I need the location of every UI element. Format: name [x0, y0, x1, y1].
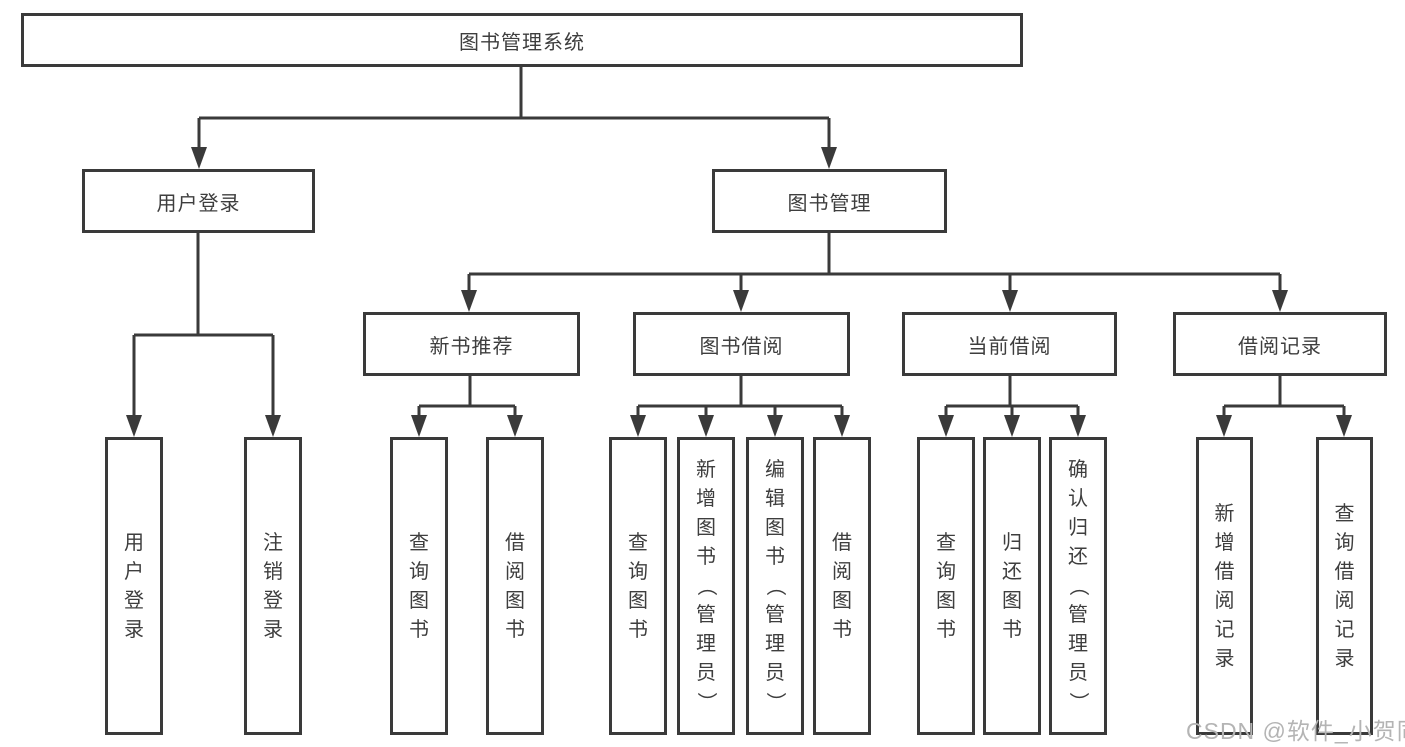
leaf-query-books-1: 查询图书 — [390, 437, 448, 735]
node-new-book-recommendation: 新书推荐 — [363, 312, 580, 376]
node-label: 借阅图书 — [505, 531, 525, 641]
node-label: 查询图书 — [628, 531, 648, 641]
node-book-borrowing: 图书借阅 — [633, 312, 850, 376]
leaf-logout: 注销登录 — [244, 437, 302, 735]
node-library-management-system: 图书管理系统 — [21, 13, 1023, 67]
leaf-return-books: 归还图书 — [983, 437, 1041, 735]
node-label: 新书推荐 — [429, 335, 514, 358]
leaf-query-books-2: 查询图书 — [609, 437, 667, 735]
node-label: 查询借阅记录 — [1334, 502, 1355, 670]
node-label: 归还图书 — [1002, 531, 1022, 641]
leaf-confirm-return-admin: 确认归还（管理员） — [1049, 437, 1107, 735]
node-label: 查询图书 — [409, 531, 429, 641]
leaf-user-login: 用户登录 — [105, 437, 163, 735]
node-label: 查询图书 — [936, 531, 956, 641]
node-label: 图书借阅 — [699, 335, 784, 358]
leaf-borrow-books-1: 借阅图书 — [486, 437, 544, 735]
node-current-borrowing: 当前借阅 — [902, 312, 1117, 376]
csdn-watermark: CSDN @软件_小贺同学 — [1186, 718, 1405, 744]
node-label: 当前借阅 — [967, 335, 1052, 358]
node-label: 编辑图书（管理员） — [764, 459, 786, 712]
node-label: 图书管理系统 — [459, 31, 585, 54]
node-label: 注销登录 — [263, 531, 283, 641]
leaf-add-books-admin: 新增图书（管理员） — [677, 437, 735, 735]
node-label: 用户登录 — [124, 531, 144, 641]
leaf-query-books-3: 查询图书 — [917, 437, 975, 735]
node-label: 确认归还（管理员） — [1067, 459, 1089, 712]
node-label: 图书管理 — [787, 192, 872, 215]
node-label: 用户登录 — [156, 192, 241, 215]
node-label: 新增图书（管理员） — [695, 459, 717, 712]
node-book-management: 图书管理 — [712, 169, 947, 233]
node-user-login: 用户登录 — [82, 169, 315, 233]
node-label: 新增借阅记录 — [1214, 502, 1235, 670]
node-borrowing-records: 借阅记录 — [1173, 312, 1387, 376]
leaf-borrow-books-2: 借阅图书 — [813, 437, 871, 735]
leaf-add-borrow-record: 新增借阅记录 — [1196, 437, 1253, 735]
node-label: 借阅图书 — [832, 531, 852, 641]
leaf-query-borrow-record: 查询借阅记录 — [1316, 437, 1373, 735]
node-label: 借阅记录 — [1238, 335, 1322, 358]
leaf-edit-books-admin: 编辑图书（管理员） — [746, 437, 804, 735]
